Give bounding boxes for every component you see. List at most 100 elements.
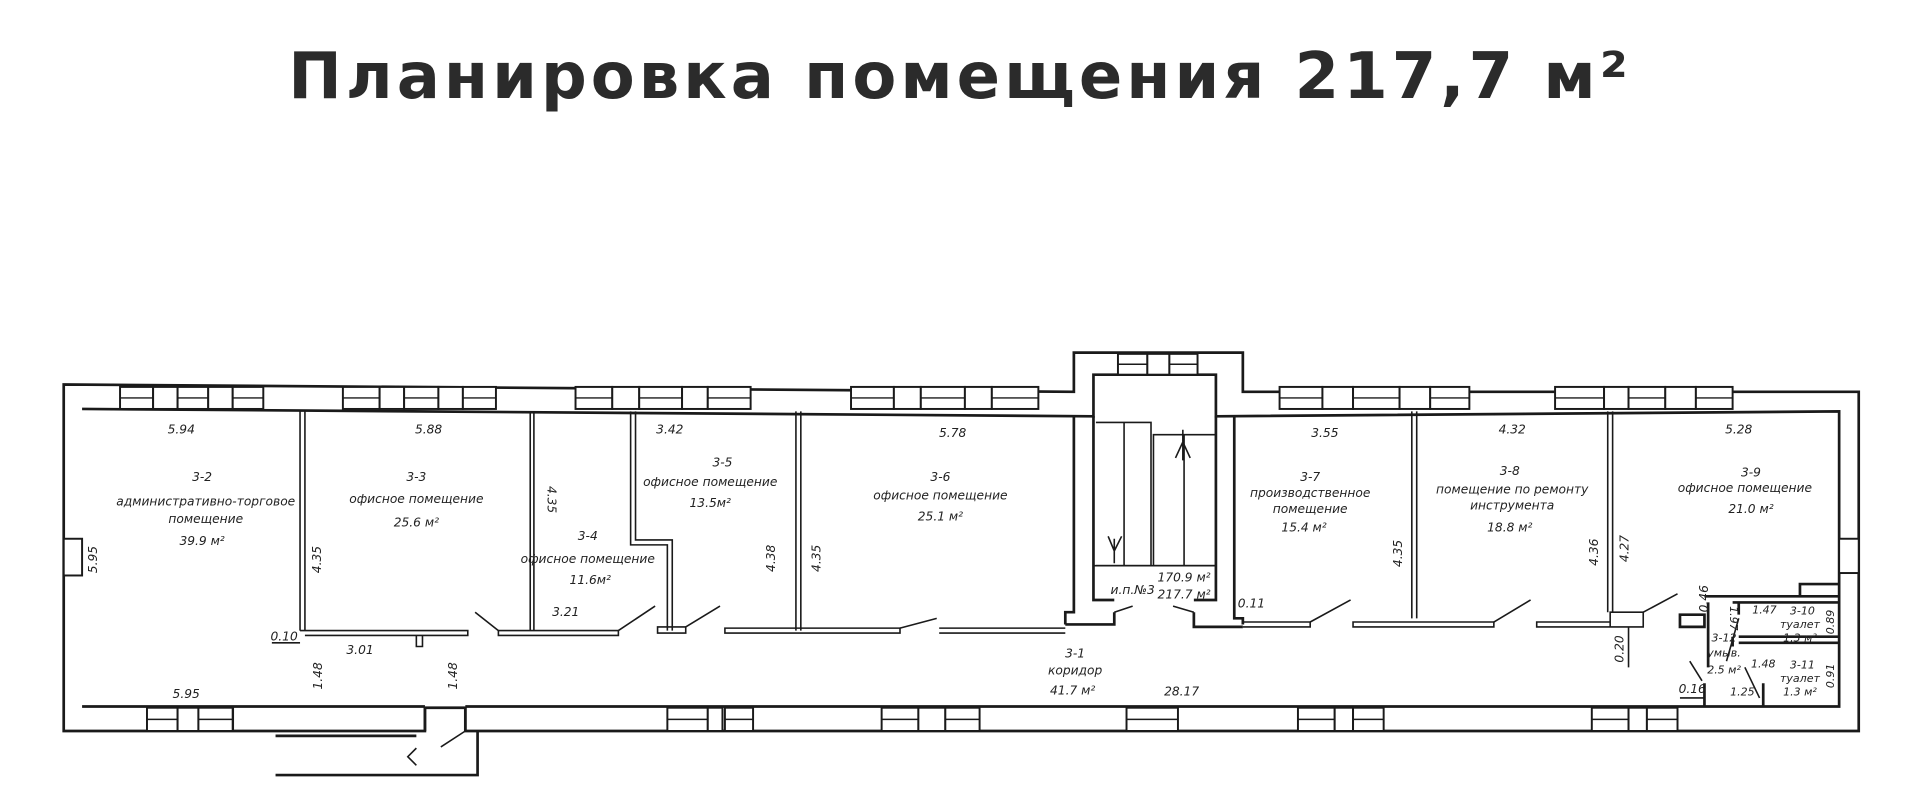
room-3-10: 3-10 туалет 1.3 м² [1780, 605, 1820, 645]
entrance-steps [275, 730, 479, 777]
dimensions: 5.94 5.88 4.35 3.42 5.78 3.55 4.32 5.28 … [86, 422, 1837, 700]
svg-text:13.5м²: 13.5м² [690, 496, 731, 510]
room-3-1-corridor: 3-1 коридор 41.7 м² [1048, 647, 1103, 698]
room-3-2: 3-2 административно-торговое помещение 3… [116, 470, 295, 548]
svg-text:1.25: 1.25 [1730, 685, 1755, 698]
room-3-6: 3-6 офисное помещение 25.1 м² [873, 470, 1007, 523]
svg-text:5.94: 5.94 [168, 422, 195, 436]
svg-text:офисное помещение: офисное помещение [349, 492, 483, 506]
window [1333, 706, 1355, 732]
svg-text:28.17: 28.17 [1164, 684, 1199, 698]
svg-text:5.95: 5.95 [86, 546, 100, 573]
window [152, 385, 179, 410]
staircase [1093, 421, 1217, 567]
svg-text:4.36: 4.36 [1587, 538, 1601, 565]
svg-text:инструмента: инструмента [1470, 498, 1554, 512]
window [1321, 385, 1355, 410]
svg-text:1.47: 1.47 [1752, 603, 1777, 616]
svg-text:1.3 м²: 1.3 м² [1783, 632, 1817, 645]
svg-text:0.20: 0.20 [1613, 635, 1627, 662]
svg-text:25.1 м²: 25.1 м² [918, 509, 963, 523]
svg-text:туалет: туалет [1780, 672, 1820, 685]
page-title: Планировка помещения 217,7 м² [288, 40, 1632, 114]
svg-text:3-5: 3-5 [712, 456, 732, 470]
svg-text:4.32: 4.32 [1499, 422, 1526, 436]
svg-text:1.97: 1.97 [1727, 606, 1740, 631]
svg-text:5.88: 5.88 [415, 422, 442, 436]
svg-text:3.21: 3.21 [552, 605, 579, 619]
svg-text:3-4: 3-4 [578, 529, 598, 543]
svg-text:3-7: 3-7 [1300, 470, 1320, 484]
windows [62, 352, 1860, 732]
svg-text:3-6: 3-6 [930, 470, 950, 484]
svg-text:0.16: 0.16 [1679, 682, 1706, 696]
svg-text:и.п.№3: и.п.№3 [1111, 583, 1155, 597]
svg-text:офисное помещение: офисное помещение [521, 552, 655, 566]
window [207, 385, 234, 410]
svg-text:3-3: 3-3 [406, 470, 426, 484]
svg-text:3.55: 3.55 [1311, 426, 1338, 440]
svg-text:4.35: 4.35 [310, 546, 324, 573]
svg-text:офисное помещение: офисное помещение [873, 489, 1007, 503]
svg-text:3-12: 3-12 [1712, 632, 1737, 645]
svg-text:помещение: помещение [168, 512, 243, 526]
svg-text:217.7 м²: 217.7 м² [1158, 588, 1211, 602]
svg-text:1.48: 1.48 [1751, 657, 1776, 670]
svg-text:1.48: 1.48 [311, 662, 325, 689]
svg-text:1.3 м²: 1.3 м² [1783, 685, 1817, 698]
svg-text:административно-торговое: административно-торговое [116, 495, 295, 509]
svg-text:0.10: 0.10 [270, 629, 297, 643]
svg-text:3-8: 3-8 [1500, 464, 1520, 478]
svg-text:4.35: 4.35 [544, 486, 558, 513]
room-3-3: 3-3 офисное помещение 25.6 м² [349, 470, 483, 529]
window [1146, 352, 1171, 376]
svg-text:170.9 м²: 170.9 м² [1158, 571, 1211, 585]
svg-text:производственное: производственное [1250, 486, 1370, 500]
room-3-9: 3-9 офисное помещение 21.0 м² [1678, 465, 1812, 516]
window [917, 706, 947, 732]
window [1398, 385, 1432, 410]
svg-text:3-9: 3-9 [1741, 465, 1761, 479]
window [681, 385, 709, 410]
svg-text:4.27: 4.27 [1618, 535, 1632, 562]
window [1664, 385, 1697, 410]
svg-text:15.4 м²: 15.4 м² [1281, 520, 1326, 534]
window [706, 706, 724, 732]
svg-text:4.35: 4.35 [809, 545, 823, 572]
room-3-12: 3-12 умыв. 2.5 м² [1706, 632, 1741, 677]
svg-text:умыв.: умыв. [1706, 646, 1740, 659]
svg-text:11.6м²: 11.6м² [570, 573, 611, 587]
svg-text:3-10: 3-10 [1790, 605, 1815, 618]
window [1627, 706, 1648, 732]
svg-text:3.42: 3.42 [656, 422, 683, 436]
room-3-4: 3-4 офисное помещение 11.6м² [521, 529, 655, 587]
svg-text:0.89: 0.89 [1824, 610, 1837, 635]
svg-text:1.48: 1.48 [446, 662, 460, 689]
svg-text:39.9 м²: 39.9 м² [179, 534, 224, 548]
room-3-8: 3-8 помещение по ремонту инструмента 18.… [1436, 464, 1589, 534]
window [378, 385, 406, 410]
partitions [299, 411, 1840, 748]
svg-text:5.95: 5.95 [173, 687, 200, 701]
window [437, 385, 464, 410]
svg-text:офисное помещение: офисное помещение [1678, 481, 1812, 495]
room-3-5: 3-5 офисное помещение 13.5м² [643, 456, 777, 510]
svg-text:туалет: туалет [1780, 618, 1820, 631]
svg-text:18.8 м²: 18.8 м² [1487, 520, 1532, 534]
svg-text:3-11: 3-11 [1790, 659, 1815, 672]
svg-text:офисное помещение: офисное помещение [643, 475, 777, 489]
svg-text:3.01: 3.01 [346, 643, 373, 657]
svg-text:0.46: 0.46 [1697, 585, 1711, 612]
stair-label: и.п.№3 170.9 м² 217.7 м² [1111, 571, 1211, 602]
svg-text:5.28: 5.28 [1725, 422, 1752, 436]
svg-text:помещение по ремонту: помещение по ремонту [1436, 482, 1589, 496]
svg-text:3-2: 3-2 [192, 470, 212, 484]
svg-text:25.6 м²: 25.6 м² [394, 516, 439, 530]
room-3-7: 3-7 производственное помещение 15.4 м² [1250, 470, 1370, 534]
window [892, 385, 922, 410]
outer-walls [62, 351, 1861, 733]
svg-text:41.7 м²: 41.7 м² [1050, 683, 1095, 697]
window [62, 537, 84, 577]
room-3-11: 3-11 туалет 1.3 м² [1780, 659, 1820, 699]
